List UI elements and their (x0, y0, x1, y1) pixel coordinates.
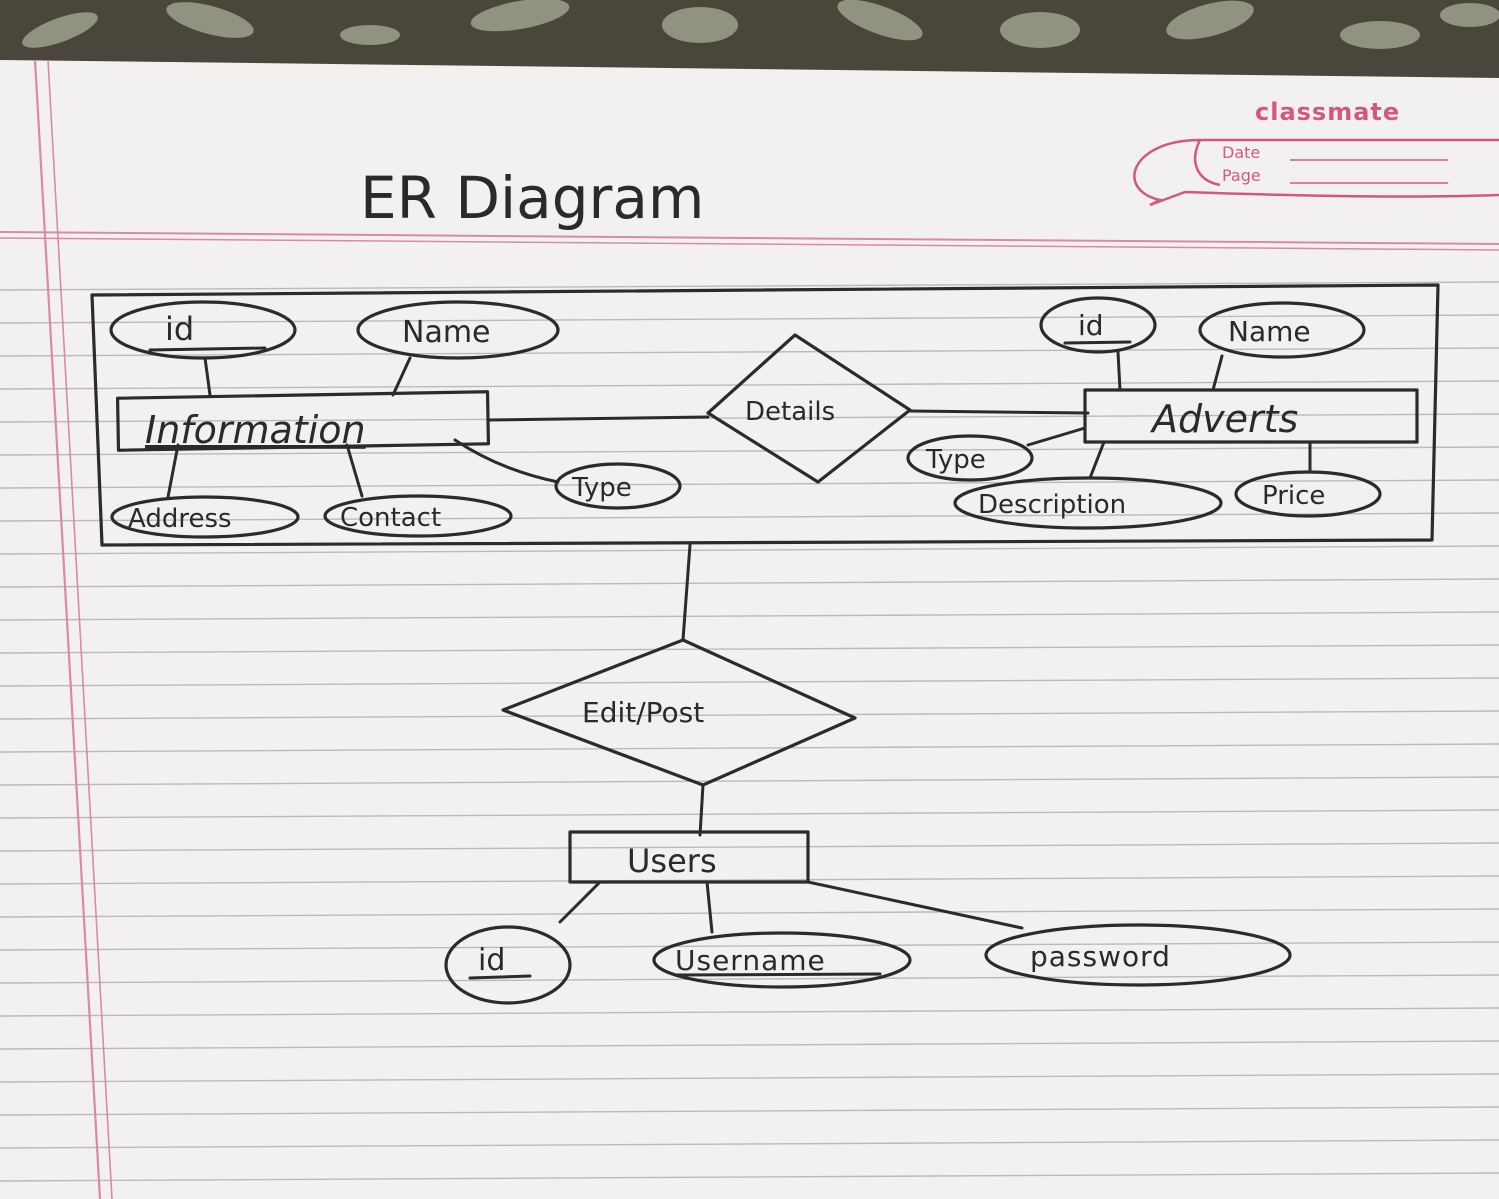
entity-users-label: Users (627, 842, 717, 880)
ruled-line (0, 809, 1499, 819)
diagram-title: ER Diagram (360, 164, 704, 232)
brand-logo: classmate (1255, 98, 1400, 126)
ruled-line (0, 545, 1499, 555)
attr-information-id-label: id (165, 310, 194, 348)
notebook-page (0, 60, 1499, 1199)
attr-information-address-label: Address (128, 504, 232, 534)
link-users-username (705, 880, 714, 934)
attr-information-type (554, 462, 682, 510)
attr-adverts-price-label: Price (1262, 481, 1325, 511)
attr-information-contact-label: Contact (340, 503, 441, 533)
link-information-name (391, 356, 412, 397)
ruled-line (0, 446, 1499, 456)
ruled-line (0, 380, 1499, 390)
entity-adverts-label: Adverts (1149, 397, 1298, 441)
attr-information-id-key-underline (148, 346, 267, 352)
entity-information-label: Information (145, 408, 366, 452)
entity-users (568, 830, 810, 884)
attr-adverts-price (1234, 470, 1382, 518)
ruled-line (0, 1040, 1499, 1050)
header-line (0, 231, 1499, 245)
attr-information-type-label: Type (571, 473, 632, 503)
date-label: Date (1222, 143, 1260, 162)
ruled-line (0, 908, 1499, 918)
link-adverts-id (1116, 350, 1122, 392)
ruled-line (0, 644, 1499, 654)
ruled-line (0, 1073, 1499, 1083)
relationship-details (706, 333, 912, 484)
ruled-line (0, 710, 1499, 720)
entity-information (115, 390, 491, 452)
relationship-edit-post-label: Edit/Post (582, 696, 704, 729)
link-users-id (558, 880, 602, 924)
attr-adverts-id-label: id (1078, 309, 1104, 342)
link-information-contact (345, 443, 364, 498)
link-information-id (203, 356, 212, 397)
ruled-line (0, 743, 1499, 753)
attr-adverts-name (1198, 301, 1366, 359)
ruled-line (0, 1007, 1499, 1017)
entity-adverts (1083, 388, 1419, 444)
attr-adverts-type-label: Type (925, 445, 986, 475)
ruled-line (0, 776, 1499, 786)
ruled-line (0, 677, 1499, 687)
attr-users-username-key-underline (673, 972, 882, 977)
ruled-line (0, 281, 1499, 291)
attr-information-name-label: Name (402, 315, 491, 350)
header-line-2 (0, 237, 1499, 251)
ruled-line (0, 314, 1499, 324)
attr-adverts-type (906, 434, 1034, 482)
attr-users-username (652, 931, 912, 989)
attr-information-id (109, 300, 297, 360)
ruled-line (0, 512, 1499, 522)
attr-users-id-label: id (478, 943, 505, 978)
attr-users-password-label: password (1030, 940, 1171, 973)
ruled-line (0, 1106, 1499, 1116)
attr-adverts-description (953, 476, 1223, 530)
link-users-password (806, 880, 1024, 930)
attr-adverts-id (1039, 296, 1157, 354)
attr-users-id (444, 925, 572, 1005)
attr-users-password (984, 923, 1292, 987)
margin-line (33, 59, 102, 1199)
link-information-type (453, 438, 560, 484)
attr-information-address (110, 495, 300, 539)
ruled-line (0, 842, 1499, 852)
attr-users-id-key-underline (468, 974, 532, 980)
page-label: Page (1222, 166, 1261, 185)
attr-information-name (356, 300, 560, 360)
floral-pattern (22, 0, 1499, 49)
link-information-details (486, 415, 710, 422)
link-information-address (166, 443, 180, 499)
ruled-line (0, 1172, 1499, 1182)
margin-line-2 (47, 59, 113, 1199)
link-adverts-description (1088, 440, 1106, 480)
ruled-line (0, 875, 1499, 885)
attr-adverts-id-key-underline (1063, 340, 1132, 345)
link-details-adverts (908, 409, 1090, 415)
link-editpost-users (698, 783, 705, 837)
ruled-line (0, 578, 1499, 588)
aggregation-box (90, 283, 1440, 547)
ruled-line (0, 941, 1499, 951)
attr-users-username-label: Username (675, 944, 826, 977)
ruled-line (0, 611, 1499, 621)
link-adverts-name (1211, 354, 1224, 392)
link-adverts-type (1026, 426, 1087, 447)
ruled-line (0, 1139, 1499, 1149)
link-aggregation-editpost (681, 543, 692, 642)
attr-information-contact (323, 494, 513, 538)
ruled-line (0, 413, 1499, 423)
attr-adverts-description-label: Description (978, 490, 1126, 520)
brand-ribbon (1133, 138, 1499, 207)
relationship-details-label: Details (745, 397, 835, 427)
attr-adverts-name-label: Name (1228, 315, 1311, 348)
